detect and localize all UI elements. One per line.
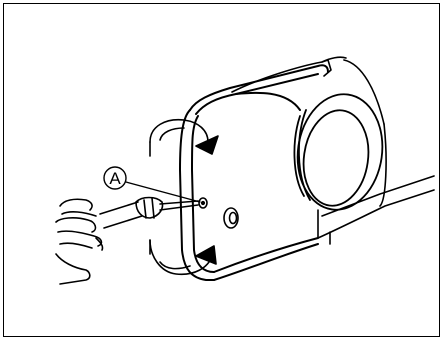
rear-unit xyxy=(232,57,434,244)
cover-panel xyxy=(180,65,328,280)
hand xyxy=(56,199,103,284)
round-port xyxy=(224,208,238,228)
screwdriver xyxy=(100,198,198,229)
screw-a xyxy=(199,198,207,208)
callout-label: A xyxy=(109,169,121,188)
callout-leader xyxy=(126,182,200,202)
